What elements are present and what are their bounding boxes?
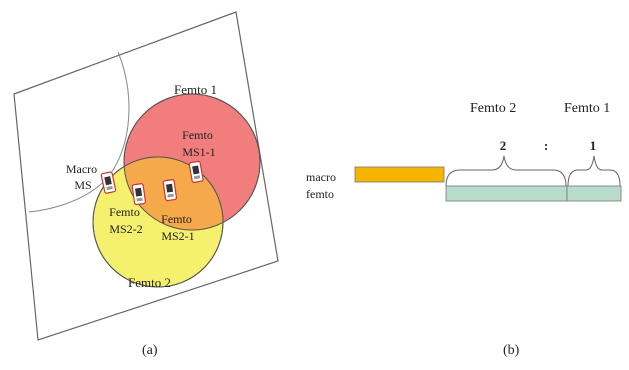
femto2-header: Femto 2 (470, 101, 516, 116)
femto1-label: Femto 1 (174, 82, 217, 97)
femto-row-label: femto (306, 187, 334, 201)
femto1-brace (567, 155, 621, 187)
femto-ms2-1-label: Femto MS2-1 (161, 212, 195, 243)
mobile-phone-icon (162, 179, 178, 202)
panel-a: Femto 1 Femto 2 Macro MS Femto MS1-1 Fem… (13, 11, 279, 358)
femto2-brace (445, 155, 567, 187)
femto-ms1-1-label: Femto MS1-1 (182, 128, 216, 159)
femto1-subframe-bar (566, 185, 622, 202)
macro-subframe-bar (354, 166, 445, 183)
mobile-phone-icon (100, 171, 117, 194)
femto2-subframe-bar (445, 185, 568, 202)
panel-b-caption: (b) (503, 343, 520, 358)
macro-ms-label: Macro MS (66, 162, 100, 192)
mobile-phone-icon (188, 160, 204, 183)
ratio-separator: : (544, 138, 548, 153)
femto1-header: Femto 1 (564, 101, 610, 116)
ratio-femto1-value: 1 (590, 138, 597, 153)
mobile-phone-icon (131, 183, 147, 206)
femto2-label: Femto 2 (128, 275, 171, 290)
macro-row-label: macro (306, 170, 336, 184)
ratio-femto2-value: 2 (500, 138, 507, 153)
panel-b: Femto 2 Femto 1 2 : 1 macro femto (b) (306, 101, 622, 358)
panel-a-caption: (a) (142, 343, 158, 358)
femto-ms2-2-label: Femto MS2-2 (109, 205, 143, 236)
